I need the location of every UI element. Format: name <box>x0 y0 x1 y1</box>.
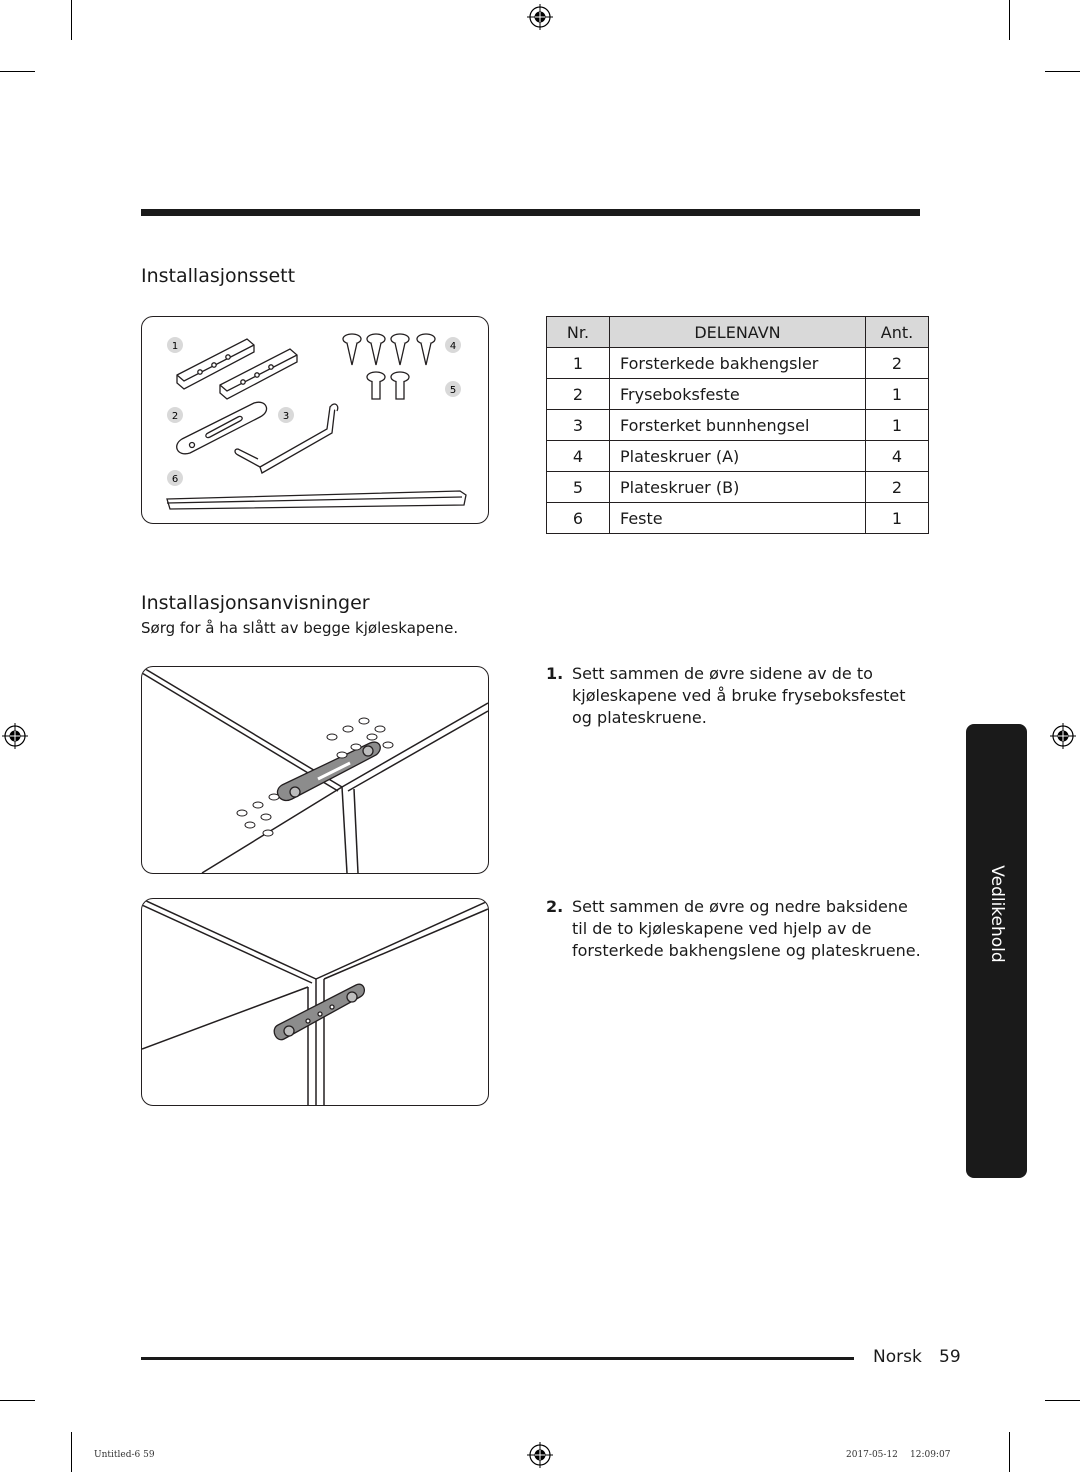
step-number: 1. <box>546 664 564 683</box>
screws-b-icon <box>366 371 410 400</box>
bottom-hinge-icon <box>234 403 339 474</box>
screw-holes <box>236 717 394 837</box>
page-number: 59 <box>939 1347 961 1367</box>
step2-illustration <box>141 898 489 1106</box>
cell-qty: 2 <box>865 471 929 503</box>
print-time: 12:09:07 <box>910 1450 951 1460</box>
table-row: 6 Feste 1 <box>546 502 929 534</box>
svg-text:2: 2 <box>172 411 178 422</box>
step1-illustration <box>141 666 489 874</box>
registration-mark-icon <box>527 4 553 30</box>
section-title-kit: Installasjonssett <box>141 265 296 287</box>
print-date: 2017-05-12 <box>846 1450 898 1460</box>
crop-mark <box>1009 0 1010 40</box>
cell-name: Feste <box>609 502 866 534</box>
table-row: 1 Forsterkede bakhengsler 2 <box>546 347 929 379</box>
crop-mark <box>71 0 72 40</box>
svg-text:6: 6 <box>172 474 178 485</box>
step-text: Sett sammen de øvre sidene av de to kjøl… <box>572 664 906 727</box>
cell-qty: 1 <box>865 378 929 410</box>
cell-nr: 3 <box>546 409 610 441</box>
section-divider <box>141 209 920 216</box>
column-header-nr: Nr. <box>546 316 610 348</box>
chapter-tab: Vedlikehold <box>966 724 1027 1178</box>
reinforced-hinge-icon <box>176 338 298 400</box>
svg-text:5: 5 <box>450 385 456 396</box>
cell-qty: 1 <box>865 409 929 441</box>
crop-mark <box>0 71 35 72</box>
cell-nr: 1 <box>546 347 610 379</box>
table-row: 5 Plateskruer (B) 2 <box>546 471 929 503</box>
crop-mark <box>1045 1400 1080 1401</box>
cell-name: Forsterket bunnhengsel <box>609 409 866 441</box>
chapter-tab-label: Vedlikehold <box>986 865 1007 963</box>
svg-text:3: 3 <box>283 411 289 422</box>
cell-qty: 4 <box>865 440 929 472</box>
registration-mark-icon <box>527 1442 553 1468</box>
cell-nr: 5 <box>546 471 610 503</box>
column-header-name: DELENAVN <box>609 316 866 348</box>
crop-mark <box>1045 71 1080 72</box>
print-file-info: Untitled-6 59 <box>94 1450 155 1460</box>
crop-mark <box>1009 1432 1010 1472</box>
freezer-bracket-icon <box>176 401 268 455</box>
registration-mark-icon <box>2 723 28 749</box>
cell-nr: 2 <box>546 378 610 410</box>
registration-mark-icon <box>1050 723 1076 749</box>
footer-language: Norsk <box>873 1347 922 1367</box>
cell-qty: 1 <box>865 502 929 534</box>
svg-text:1: 1 <box>172 341 178 352</box>
cell-qty: 2 <box>865 347 929 379</box>
cell-name: Forsterkede bakhengsler <box>609 347 866 379</box>
kit-illustration: 1 2 3 4 5 6 <box>141 316 489 524</box>
cell-name: Plateskruer (A) <box>609 440 866 472</box>
footer-divider <box>141 1357 854 1360</box>
parts-table: Nr. DELENAVN Ant. 1 Forsterkede bakhengs… <box>546 316 929 534</box>
power-off-note: Sørg for å ha slått av begge kjøleskapen… <box>141 619 459 637</box>
table-row: 2 Fryseboksfeste 1 <box>546 378 929 410</box>
cell-nr: 6 <box>546 502 610 534</box>
freezer-bracket-mounted-icon <box>276 741 381 802</box>
svg-text:4: 4 <box>450 341 456 352</box>
screws-a-icon <box>342 333 436 366</box>
crop-mark <box>71 1432 72 1472</box>
table-row: 4 Plateskruer (A) 4 <box>546 440 929 472</box>
table-row: 3 Forsterket bunnhengsel 1 <box>546 409 929 441</box>
column-header-qty: Ant. <box>865 316 929 348</box>
reinforced-hinge-mounted-icon <box>273 983 366 1041</box>
table-header-row: Nr. DELENAVN Ant. <box>546 316 929 348</box>
step-number: 2. <box>546 897 564 916</box>
part-number-badges: 1 2 3 4 5 6 <box>167 337 461 486</box>
crop-mark <box>0 1400 35 1401</box>
cell-name: Plateskruer (B) <box>609 471 866 503</box>
cell-nr: 4 <box>546 440 610 472</box>
fastening-strip-icon <box>166 490 467 510</box>
cell-name: Fryseboksfeste <box>609 378 866 410</box>
section-title-instructions: Installasjonsanvisninger <box>141 592 370 614</box>
step-text: Sett sammen de øvre og nedre baksidene t… <box>572 897 921 960</box>
